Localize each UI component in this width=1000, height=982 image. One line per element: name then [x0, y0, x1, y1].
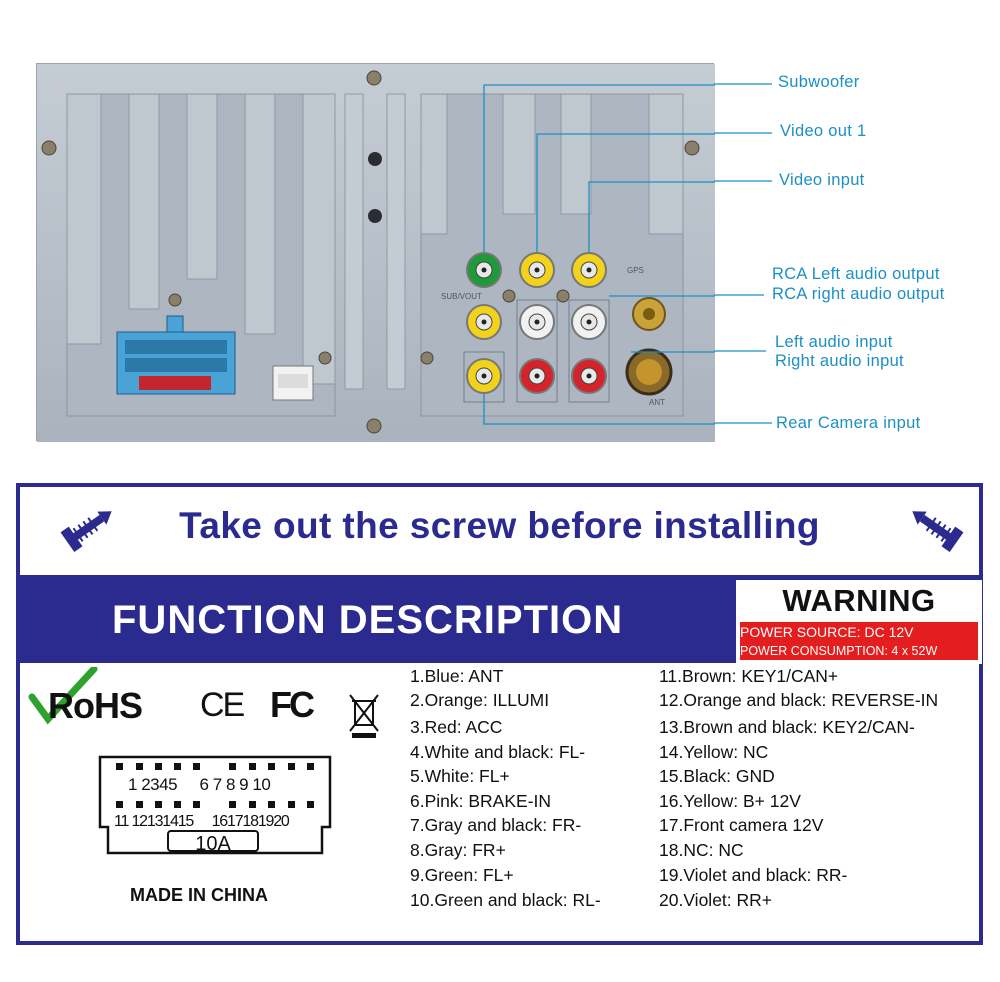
back-panel-illustration	[37, 64, 715, 442]
ce-logo: CE	[200, 686, 245, 724]
pin-desc: 4.White and black: FL-	[410, 742, 586, 762]
warning-power-source: POWER SOURCE: DC 12V	[740, 622, 978, 642]
pin-desc: 1.Blue: ANT	[410, 666, 504, 686]
callout-video-input: Video input	[779, 171, 865, 189]
callout-rca-right-output: RCA right audio output	[772, 285, 945, 303]
iso-connector-diagram	[98, 755, 332, 855]
pin-desc: 9.Green: FL+	[410, 865, 514, 885]
made-in-china: MADE IN CHINA	[130, 885, 268, 905]
pin-desc: 20.Violet: RR+	[659, 890, 773, 910]
callout-rear-camera-input: Rear Camera input	[776, 414, 921, 432]
pin-num: 11	[114, 813, 129, 830]
gps-port-label: GPS	[627, 266, 644, 275]
head-unit-back-panel: GPS SUB/VOUT ANT	[36, 63, 715, 442]
pin-num: 7	[212, 775, 222, 794]
warning-title: WARNING	[782, 583, 936, 618]
pin-desc: 17.Front camera 12V	[659, 815, 824, 835]
function-band: FUNCTION DESCRIPTION WARNING POWER SOURC…	[20, 575, 982, 664]
callout-left-audio-input: Left audio input	[775, 333, 893, 351]
fuse-rating: 10A	[195, 833, 231, 855]
callout-leader-lines	[714, 83, 772, 424]
pin-num: 13	[146, 813, 164, 830]
pin-num: 8	[225, 775, 235, 794]
pin-desc: 2.Orange: ILLUMI	[410, 690, 550, 710]
function-title: FUNCTION DESCRIPTION	[112, 598, 624, 642]
pin-num: 19	[257, 813, 275, 830]
pin-num: 6	[199, 775, 209, 794]
pin-desc: 12.Orange and black: REVERSE-IN	[659, 690, 939, 710]
pin-num: 12	[131, 813, 148, 830]
pin-desc: 6.Pink: BRAKE-IN	[410, 791, 552, 811]
pin-num: 10	[252, 775, 271, 794]
pin-num: 2	[141, 775, 151, 794]
pin-num: 4	[159, 775, 169, 794]
warning-box: WARNING POWER SOURCE: DC 12V POWER CONSU…	[736, 580, 982, 664]
ant-port-label: ANT	[649, 398, 665, 407]
pin-desc: 16.Yellow: B+ 12V	[659, 791, 801, 811]
pin-desc: 5.White: FL+	[410, 766, 510, 786]
pin-desc: 10.Green and black: RL-	[410, 890, 601, 910]
callout-video-out: Video out 1	[780, 122, 867, 140]
sub-port-label: SUB/VOUT	[441, 292, 482, 301]
pin-desc: 13.Brown and black: KEY2/CAN-	[659, 717, 915, 737]
checkmark-icon	[28, 667, 98, 725]
pin-num: 1	[128, 775, 137, 794]
warning-power-consumption: POWER CONSUMPTION: 4 x 52W	[740, 642, 978, 660]
pin-desc: 19.Violet and black: RR-	[659, 865, 848, 885]
pin-num: 14	[162, 813, 179, 830]
pin-desc: 18.NC: NC	[659, 840, 744, 860]
weee-bin-icon	[349, 694, 379, 738]
screw-icon-left	[60, 511, 112, 553]
pin-desc: 8.Gray: FR+	[410, 840, 506, 860]
callout-right-audio-input: Right audio input	[775, 352, 904, 370]
pin-num: 9	[239, 775, 249, 794]
screw-icon-right	[912, 511, 964, 553]
pin-num: 20	[273, 813, 290, 830]
pin-desc: 15.Black: GND	[659, 766, 775, 786]
pin-desc: 3.Red: ACC	[410, 717, 503, 737]
function-description-label: Take out the screw before installing FUN…	[16, 483, 983, 945]
label-header: Take out the screw before installing	[20, 487, 979, 583]
pin-num: 3	[150, 775, 160, 794]
connector-bottom-pins: 11 12131415 1617181920	[114, 813, 290, 831]
screw-notice: Take out the screw before installing	[179, 505, 820, 546]
pin-num: 18	[242, 813, 259, 830]
fcc-logo: FC	[270, 684, 315, 725]
pin-desc: 14.Yellow: NC	[659, 742, 769, 762]
rohs-logo: RoHS	[48, 685, 143, 726]
pin-desc: 7.Gray and black: FR-	[410, 815, 582, 835]
pin-num: 17	[227, 813, 244, 830]
pin-num: 5	[168, 775, 178, 794]
connector-top-pins: 1 2345 6 7 8 9 10	[128, 775, 271, 795]
callout-subwoofer: Subwoofer	[778, 73, 860, 91]
pin-desc: 11.Brown: KEY1/CAN+	[659, 666, 839, 686]
label-body: RoHS CE FC 1 2345	[20, 663, 979, 941]
pin-num: 15	[177, 813, 195, 830]
callout-rca-left-output: RCA Left audio output	[772, 265, 940, 283]
pin-num: 16	[211, 813, 229, 830]
